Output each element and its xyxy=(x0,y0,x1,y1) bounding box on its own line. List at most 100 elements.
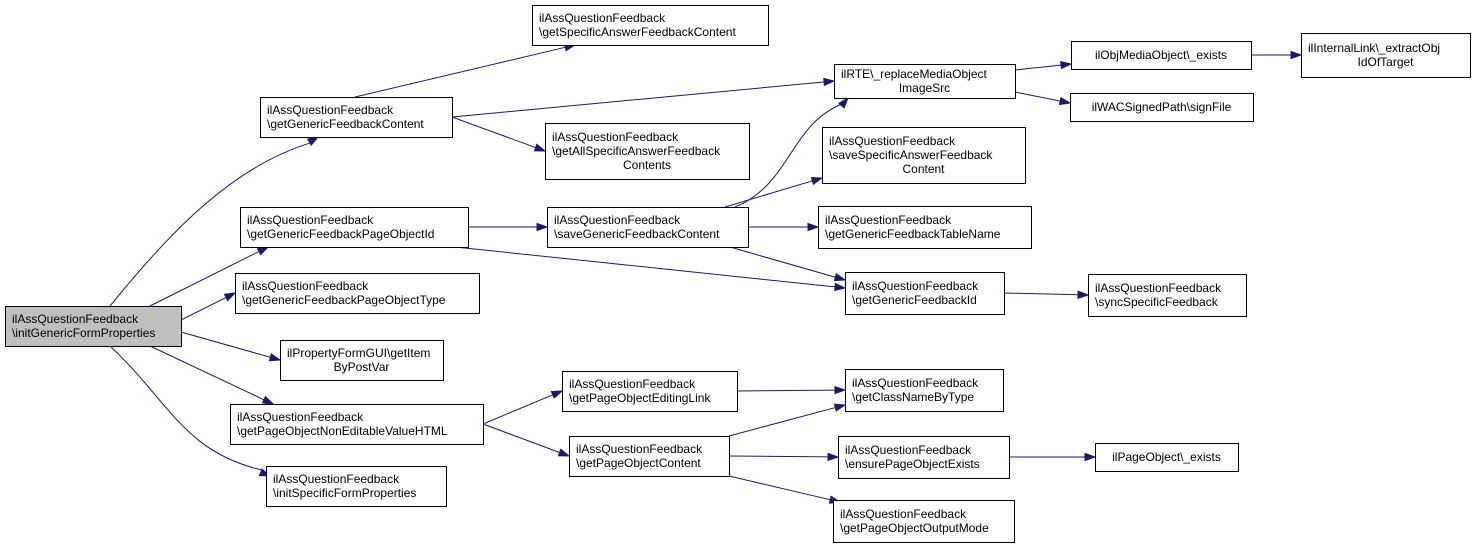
node-getPageObjectContent[interactable]: ilAssQuestionFeedback\getPageObjectConte… xyxy=(569,436,730,477)
node-box xyxy=(845,369,1004,412)
node-getClassNameByType[interactable]: ilAssQuestionFeedback\getClassNameByType xyxy=(845,369,1004,412)
node-label-line: \getGenericFeedbackPageObjectId xyxy=(247,227,434,241)
node-getGenericFeedbackTableName[interactable]: ilAssQuestionFeedback\getGenericFeedback… xyxy=(818,206,1032,249)
edge-line xyxy=(149,345,266,401)
node-label-line: ilAssQuestionFeedback xyxy=(569,377,696,391)
node-box xyxy=(240,207,469,248)
edge-line xyxy=(354,46,567,98)
node-ilObjMediaObjectExists[interactable]: ilObjMediaObject\_exists xyxy=(1071,41,1252,70)
node-label-line: ilRTE\_replaceMediaObject xyxy=(841,67,988,81)
node-getGenericFeedbackPageObjectId[interactable]: ilAssQuestionFeedback\getGenericFeedback… xyxy=(240,207,469,248)
node-getGenericFeedbackId[interactable]: ilAssQuestionFeedback\getGenericFeedback… xyxy=(845,272,1005,315)
edge-line xyxy=(109,142,312,307)
arrow-head-icon xyxy=(834,385,847,395)
arrow-head-icon xyxy=(1077,290,1090,299)
node-box xyxy=(1070,93,1254,122)
node-box xyxy=(235,273,480,314)
edge-getPageObjectEditingLink-to-getClassNameByType xyxy=(736,385,847,395)
arrow-head-icon xyxy=(306,136,320,147)
node-box xyxy=(834,64,1016,99)
node-ilWACSignedPathSignFile[interactable]: ilWACSignedPath\signFile xyxy=(1070,93,1254,122)
node-label-line: ilAssQuestionFeedback xyxy=(267,103,394,117)
node-label-line: \getGenericFeedbackTableName xyxy=(825,227,1001,241)
node-label-line: \getPageObjectContent xyxy=(576,456,701,470)
arrow-head-icon xyxy=(256,246,270,256)
edge-replaceMediaObjectImageSrc-to-ilWACSignedPathSignFile xyxy=(1014,91,1072,106)
edge-saveGenericFeedbackContent-to-getGenericFeedbackId xyxy=(729,246,847,282)
arrow-head-icon xyxy=(810,176,824,186)
node-label-line: ilAssQuestionFeedback xyxy=(552,130,679,144)
edge-getPageObjectContent-to-getPageObjectOutputMode xyxy=(728,475,842,504)
edge-ensurePageObjectExists-to-ilPageObjectExists xyxy=(1009,452,1097,462)
edge-line xyxy=(180,296,228,321)
node-box xyxy=(562,371,738,412)
node-label-line: Content xyxy=(902,162,945,176)
edge-line xyxy=(109,345,264,471)
arrow-head-icon xyxy=(834,282,847,292)
node-ilPageObjectExists[interactable]: ilPageObject\_exists xyxy=(1095,443,1239,472)
node-label-line: ilAssQuestionFeedback xyxy=(825,213,952,227)
edge-line xyxy=(1003,292,1080,296)
edge-root-to-getItemByPostVar xyxy=(180,331,282,362)
node-box xyxy=(1088,274,1247,317)
edge-getPageObjectContent-to-ensurePageObjectExists xyxy=(728,452,840,462)
node-box xyxy=(838,436,1010,479)
node-label-line: ilAssQuestionFeedback xyxy=(242,279,369,293)
node-label-line: \getGenericFeedbackId xyxy=(852,293,977,307)
node-box xyxy=(818,206,1032,249)
node-label-line: ilAssQuestionFeedback xyxy=(852,279,979,293)
node-saveGenericFeedbackContent[interactable]: ilAssQuestionFeedback\saveGenericFeedbac… xyxy=(547,207,749,248)
node-getGenericFeedbackContent[interactable]: ilAssQuestionFeedback\getGenericFeedback… xyxy=(260,97,453,138)
edge-replaceMediaObjectImageSrc-to-ilObjMediaObjectExists xyxy=(1014,60,1073,71)
edge-root-to-getGenericFeedbackContent xyxy=(109,136,320,307)
edge-getGenericFeedbackPageObjectId-to-saveGenericFeedbackContent xyxy=(468,222,549,232)
node-label-line: ilInternalLink\_extractObj xyxy=(1308,41,1440,55)
arrow-head-icon xyxy=(837,96,849,109)
arrow-head-icon xyxy=(1058,96,1072,106)
node-label-line: \getSpecificAnswerFeedbackContent xyxy=(539,25,736,39)
arrow-head-icon xyxy=(550,390,564,399)
node-label-line: \saveGenericFeedbackContent xyxy=(554,227,720,241)
edge-root-to-getGenericFeedbackPageObjectType xyxy=(180,292,237,321)
node-label-line: ilObjMediaObject\_exists xyxy=(1095,48,1227,62)
node-getPageObjectOutputMode[interactable]: ilAssQuestionFeedback\getPageObjectOutpu… xyxy=(833,500,1015,543)
edge-saveGenericFeedbackContent-to-saveSpecificAnswerFeedbackContent xyxy=(724,176,824,208)
node-getSpecificAnswerFeedbackContent[interactable]: ilAssQuestionFeedback\getSpecificAnswerF… xyxy=(532,5,769,46)
node-getPageObjectNonEditableValueHTML[interactable]: ilAssQuestionFeedback\getPageObjectNonEd… xyxy=(230,404,484,445)
node-initSpecificFormProperties[interactable]: ilAssQuestionFeedback\initSpecificFormPr… xyxy=(266,466,447,507)
edge-root-to-getPageObjectNonEditableValueHTML xyxy=(149,345,275,405)
node-getAllSpecificAnswerFeedbackContents[interactable]: ilAssQuestionFeedback\getAllSpecificAnsw… xyxy=(545,123,750,180)
node-label-line: \getGenericFeedbackPageObjectType xyxy=(242,293,446,307)
node-saveSpecificAnswerFeedbackContent[interactable]: ilAssQuestionFeedback\saveSpecificAnswer… xyxy=(822,127,1026,184)
node-box xyxy=(1095,443,1239,472)
node-label-line: ilAssQuestionFeedback xyxy=(840,507,967,521)
node-label-line: \getPageObjectEditingLink xyxy=(569,391,711,405)
node-box xyxy=(545,123,750,180)
edge-line xyxy=(1014,91,1062,102)
node-label-line: ilAssQuestionFeedback xyxy=(1095,281,1222,295)
node-label-line: ilAssQuestionFeedback xyxy=(273,472,400,486)
edge-line xyxy=(180,331,272,359)
node-label-line: ilAssQuestionFeedback xyxy=(845,443,972,457)
arrow-head-icon xyxy=(536,222,549,232)
edge-line xyxy=(724,180,814,208)
edge-line xyxy=(734,103,842,208)
node-label-line: \getClassNameByType xyxy=(852,390,974,404)
node-box xyxy=(822,127,1026,184)
arrow-head-icon xyxy=(833,273,847,282)
node-ensurePageObjectExists[interactable]: ilAssQuestionFeedback\ensurePageObjectEx… xyxy=(838,436,1010,479)
node-getGenericFeedbackPageObjectType[interactable]: ilAssQuestionFeedback\getGenericFeedback… xyxy=(235,273,480,314)
node-getPageObjectEditingLink[interactable]: ilAssQuestionFeedback\getPageObjectEditi… xyxy=(562,371,738,412)
node-root[interactable]: ilAssQuestionFeedback\initGenericFormPro… xyxy=(5,306,182,347)
edge-line xyxy=(728,475,832,501)
node-label-line: ilAssQuestionFeedback xyxy=(829,134,956,148)
node-box xyxy=(1301,33,1471,78)
edge-line xyxy=(728,406,837,437)
arrow-head-icon xyxy=(557,448,571,457)
edge-line xyxy=(451,116,537,149)
node-label-line: ilAssQuestionFeedback xyxy=(576,442,703,456)
node-syncSpecificFeedback[interactable]: ilAssQuestionFeedback\syncSpecificFeedba… xyxy=(1088,274,1247,317)
